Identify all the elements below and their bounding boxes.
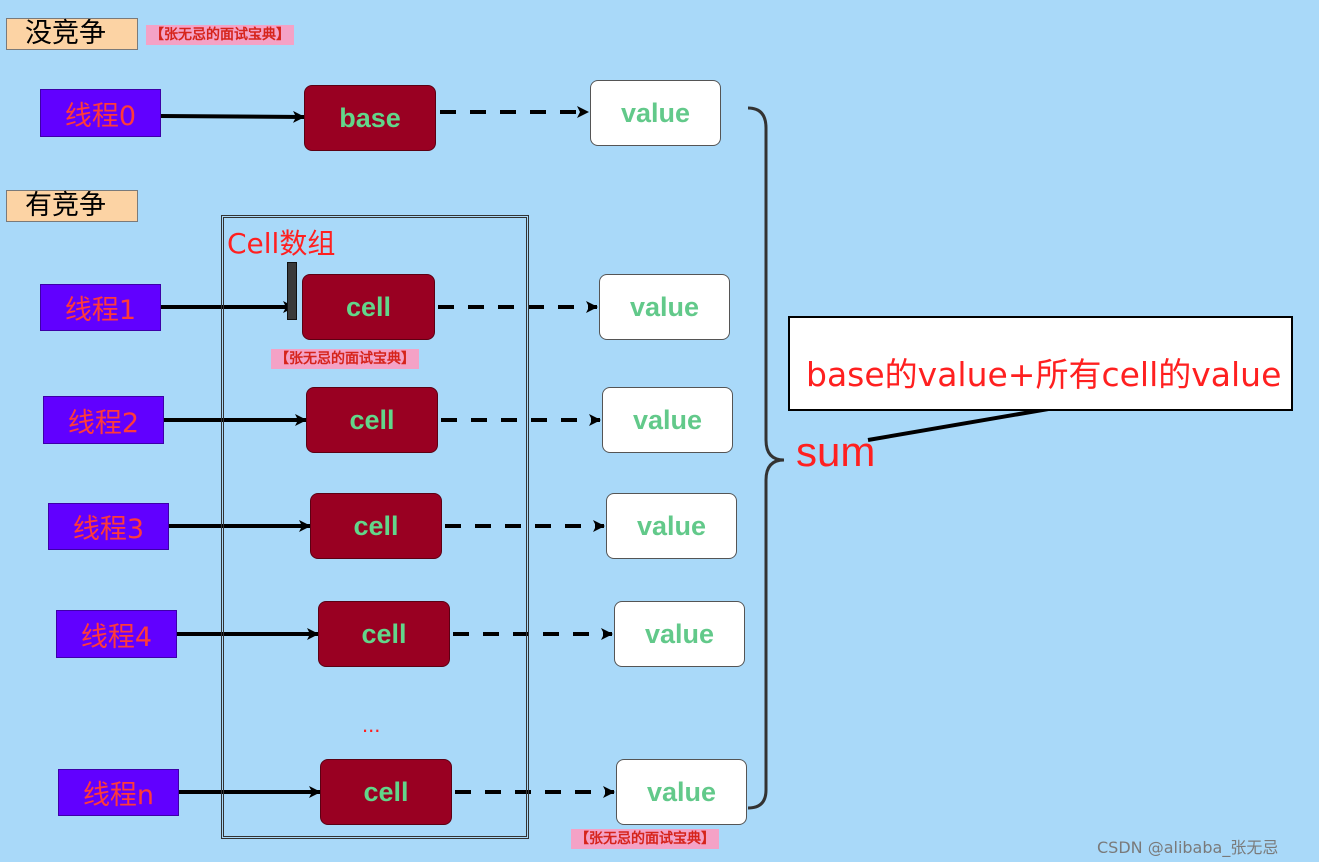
watermark-cell: 【张无忌的面试宝典】 <box>271 349 419 369</box>
grip-handle-icon <box>287 262 297 320</box>
base-box: base <box>304 85 436 151</box>
cell-n-box: cell <box>320 759 452 825</box>
thread-0-box: 线程0 <box>40 89 161 137</box>
watermark-top: 【张无忌的面试宝典】 <box>146 25 294 45</box>
cell-3-value-box: value <box>606 493 737 559</box>
thread-4-box: 线程4 <box>56 610 177 658</box>
section-label-contention: 有竞争 <box>6 190 138 222</box>
section-label-no-contention: 没竞争 <box>6 18 138 50</box>
arrow-thread0-base <box>159 110 305 123</box>
cell-4-box: cell <box>318 601 450 667</box>
cell-3-box: cell <box>310 493 442 559</box>
cell-1-value-box: value <box>599 274 730 340</box>
cell-2-box: cell <box>306 387 438 453</box>
cell-array-title: Cell数组 <box>227 227 336 260</box>
sum-formula-text: base的value+所有cell的value <box>806 355 1282 394</box>
thread-1-box: 线程1 <box>40 284 161 331</box>
base-value-box: value <box>590 80 721 146</box>
sum-formula-callout <box>788 316 1293 411</box>
sum-brace <box>747 106 785 810</box>
cell-2-value-box: value <box>602 387 733 453</box>
cell-n-value-box: value <box>616 759 747 825</box>
cell-array-frame <box>221 215 529 839</box>
sum-label: sum <box>796 428 876 475</box>
thread-n-box: 线程n <box>58 769 179 816</box>
thread-3-box: 线程3 <box>48 503 169 550</box>
credit-text: CSDN @alibaba_张无忌 <box>1097 838 1279 857</box>
watermark-bottom: 【张无忌的面试宝典】 <box>571 829 719 849</box>
callout-pointer <box>867 405 1061 442</box>
cell-4-value-box: value <box>614 601 745 667</box>
ellipsis: ... <box>362 712 381 737</box>
cell-1-box: cell <box>302 274 435 340</box>
thread-2-box: 线程2 <box>43 396 164 444</box>
